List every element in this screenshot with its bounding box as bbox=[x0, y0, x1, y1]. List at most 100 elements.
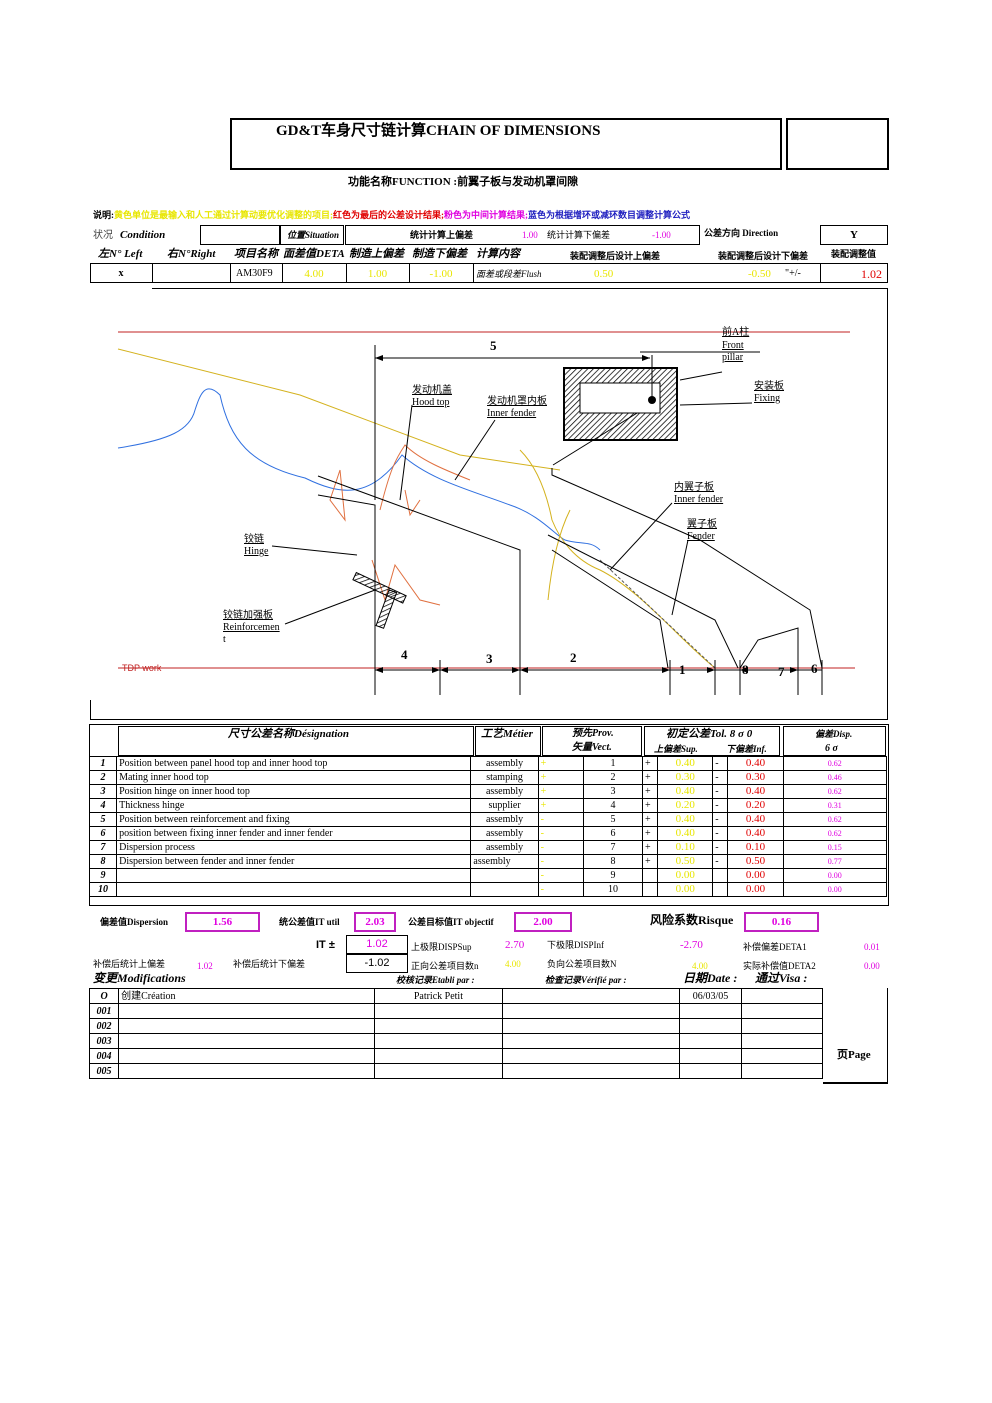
row-sign[interactable]: + bbox=[537, 798, 584, 813]
row-sup[interactable]: 0.40 bbox=[657, 812, 714, 827]
main-calc: 面差或段差Flush bbox=[476, 269, 542, 279]
row-vect: 3 bbox=[582, 784, 644, 799]
mod-code: 003 bbox=[88, 1033, 120, 1049]
main-mfg-upper[interactable]: 1.00 bbox=[367, 268, 388, 280]
mod-established-by[interactable] bbox=[374, 1003, 503, 1019]
mod-established-by[interactable] bbox=[374, 1018, 503, 1034]
mod-description[interactable]: 创建Création bbox=[118, 988, 376, 1004]
neg-count-label: 负向公差项目数N bbox=[547, 959, 617, 969]
dispersion-box bbox=[185, 912, 260, 932]
row-vect: 9 bbox=[582, 868, 644, 883]
mod-date[interactable] bbox=[679, 1018, 742, 1034]
it-obj-box[interactable] bbox=[514, 912, 572, 932]
label-inner-hood-cn: 发动机罩内板 bbox=[487, 396, 547, 407]
row-sign[interactable]: + bbox=[537, 784, 584, 799]
hdr-inf: 下偏差Inf. bbox=[726, 744, 767, 754]
dim-label-4: 4 bbox=[401, 647, 408, 662]
mod-code: 004 bbox=[88, 1048, 120, 1064]
row-sup[interactable]: 0.40 bbox=[657, 826, 714, 841]
row-sign[interactable]: - bbox=[537, 826, 584, 841]
stat-upper-label: 统计计算上偏差 bbox=[410, 230, 474, 240]
it-obj-value: 2.00 bbox=[533, 916, 553, 928]
row-metier bbox=[470, 882, 539, 897]
hdr-metier-cell bbox=[475, 726, 541, 756]
table-row: 005 bbox=[88, 1063, 824, 1079]
mod-established-by[interactable]: Patrick Petit bbox=[374, 988, 503, 1004]
main-pm: "+/- bbox=[785, 268, 801, 279]
mod-description[interactable] bbox=[118, 1018, 376, 1034]
mod-established-by[interactable] bbox=[374, 1063, 503, 1079]
main-mfg-lower[interactable]: -1.00 bbox=[429, 268, 453, 280]
pos-count-value: 4.00 bbox=[505, 959, 521, 969]
status-label: 状况 bbox=[93, 230, 113, 241]
hdr-disp2: 6 σ bbox=[825, 743, 838, 754]
row-sign[interactable]: + bbox=[537, 770, 584, 785]
row-vect: 6 bbox=[582, 826, 644, 841]
row-sup[interactable]: 0.40 bbox=[657, 784, 714, 799]
label-hood-cn: 发动机盖 bbox=[412, 385, 452, 396]
row-sign[interactable]: - bbox=[537, 882, 584, 897]
label-tdp: TDP work bbox=[122, 663, 162, 673]
main-adj-upper[interactable]: 0.50 bbox=[594, 268, 614, 280]
neg-count-value: 4.00 bbox=[692, 961, 708, 971]
fixing-block-hatch bbox=[564, 368, 677, 440]
row-metier: assembly bbox=[470, 784, 539, 799]
row-vect: 2 bbox=[582, 770, 644, 785]
mod-date[interactable] bbox=[679, 1048, 742, 1064]
mod-description[interactable] bbox=[118, 1063, 376, 1079]
row-sign[interactable]: - bbox=[537, 854, 584, 869]
main-deta[interactable]: 4.00 bbox=[304, 268, 324, 280]
direction-cell[interactable] bbox=[820, 225, 888, 245]
legend-pink: 粉色为中间计算结果; bbox=[444, 210, 528, 220]
stat-cell bbox=[345, 225, 700, 245]
row-sign[interactable]: - bbox=[537, 868, 584, 883]
mod-established-by[interactable] bbox=[374, 1033, 503, 1049]
mod-date[interactable] bbox=[679, 1063, 742, 1079]
dim-label-3: 3 bbox=[486, 651, 493, 666]
it-pm-lower: -1.02 bbox=[364, 957, 390, 969]
row-sup[interactable]: 0.30 bbox=[657, 770, 714, 785]
row-sup[interactable]: 0.00 bbox=[657, 868, 714, 883]
condition-input[interactable] bbox=[200, 225, 280, 245]
situation-cell bbox=[280, 225, 344, 245]
mod-description[interactable] bbox=[118, 1003, 376, 1019]
row-sup[interactable]: 0.50 bbox=[657, 854, 714, 869]
fixing-block-inner bbox=[579, 382, 661, 414]
mod-description[interactable] bbox=[118, 1033, 376, 1049]
page-label: 页Page bbox=[837, 1049, 871, 1061]
row-plus bbox=[642, 868, 659, 883]
row-minus: - bbox=[712, 840, 729, 855]
row-sign[interactable]: + bbox=[537, 756, 584, 771]
mod-established-by[interactable] bbox=[374, 1048, 503, 1064]
inner-fender-profile bbox=[551, 468, 823, 669]
dim-label-8: 8 bbox=[742, 662, 749, 677]
date-label: 日期Date : bbox=[683, 971, 738, 985]
situation-label: 位置Situation bbox=[287, 230, 340, 240]
direction-label: 公差方向 Direction bbox=[704, 228, 779, 238]
fender-yellow-line bbox=[519, 449, 716, 669]
row-minus: - bbox=[712, 854, 729, 869]
row-sup[interactable]: 0.00 bbox=[657, 882, 714, 897]
disp-inf-value: -2.70 bbox=[680, 939, 703, 951]
row-sup[interactable]: 0.10 bbox=[657, 840, 714, 855]
hdr-designation: 尺寸公差名称Désignation bbox=[228, 728, 350, 740]
mod-date[interactable] bbox=[679, 1003, 742, 1019]
row-disp: 0.00 bbox=[782, 882, 888, 897]
row-sign[interactable]: - bbox=[537, 812, 584, 827]
table-row: 004 bbox=[88, 1048, 824, 1064]
row-inf: 0.20 bbox=[727, 798, 784, 813]
row-sup[interactable]: 0.40 bbox=[657, 756, 714, 771]
hdr-adj-upper: 装配调整后设计上偏差 bbox=[570, 251, 661, 261]
hinge-bracket bbox=[352, 571, 407, 604]
row-designation: Position between panel hood top and inne… bbox=[116, 756, 472, 771]
row-disp: 0.77 bbox=[782, 854, 888, 869]
row-sign[interactable]: - bbox=[537, 840, 584, 855]
mod-description[interactable] bbox=[118, 1048, 376, 1064]
mod-date[interactable]: 06/03/05 bbox=[679, 988, 742, 1004]
legend-red: 红色为最后的公差设计结果; bbox=[333, 210, 444, 220]
mod-date[interactable] bbox=[679, 1033, 742, 1049]
main-adj-lower[interactable]: -0.50 bbox=[748, 268, 771, 280]
label-hinge-cn: 铰链 bbox=[244, 534, 264, 545]
row-minus: - bbox=[712, 756, 729, 771]
row-sup[interactable]: 0.20 bbox=[657, 798, 714, 813]
